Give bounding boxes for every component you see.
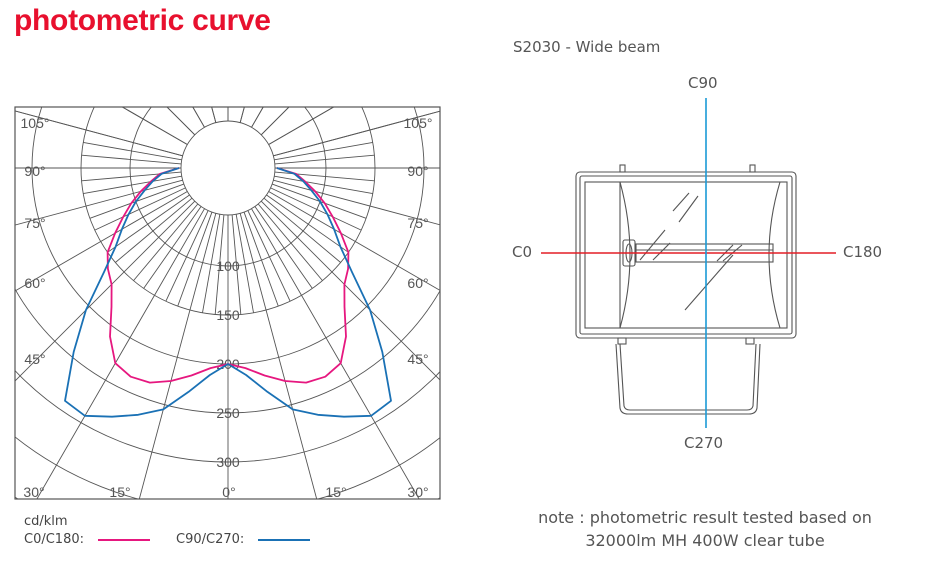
fixture-body: [575, 171, 797, 339]
svg-text:300: 300: [216, 454, 240, 470]
polar-grid: [15, 107, 440, 499]
note-line-1: note : photometric result tested based o…: [538, 508, 872, 527]
curve-c90-c270: [64, 167, 392, 418]
note: note : photometric result tested based o…: [520, 506, 890, 552]
c0-label: C0: [512, 243, 533, 261]
top-tab-right: [749, 164, 756, 173]
legend-unit: cd/klm: [24, 514, 68, 529]
svg-text:0°: 0°: [222, 484, 235, 500]
legend-c90-swatch: [258, 539, 311, 541]
chart-labels: 1001502002503000°15°15°30°30°45°45°60°60…: [21, 115, 433, 500]
svg-text:45°: 45°: [24, 351, 45, 367]
svg-text:30°: 30°: [407, 484, 428, 500]
svg-text:105°: 105°: [404, 115, 433, 131]
svg-text:30°: 30°: [23, 484, 44, 500]
legend-c0-label: C0/C180:: [24, 532, 84, 547]
legend: cd/klm C0/C180: C90/C270:: [24, 513, 336, 549]
svg-text:90°: 90°: [407, 163, 428, 179]
legend-c90-label: C90/C270:: [176, 532, 245, 547]
note-line-2: 32000lm MH 400W clear tube: [585, 531, 825, 550]
top-tab-left: [619, 164, 626, 173]
svg-text:75°: 75°: [407, 215, 428, 231]
svg-text:105°: 105°: [21, 115, 50, 131]
svg-text:150: 150: [216, 307, 240, 323]
svg-text:15°: 15°: [109, 484, 130, 500]
c180-label: C180: [843, 243, 883, 261]
svg-text:75°: 75°: [24, 215, 45, 231]
svg-text:60°: 60°: [407, 275, 428, 291]
svg-text:60°: 60°: [24, 275, 45, 291]
svg-text:90°: 90°: [24, 163, 45, 179]
svg-text:250: 250: [216, 405, 240, 421]
page-title: photometric curve: [14, 4, 271, 37]
chart-frame: [14, 106, 441, 500]
svg-text:15°: 15°: [325, 484, 346, 500]
polar-chart: 1001502002503000°15°15°30°30°45°45°60°60…: [14, 106, 441, 500]
svg-text:100: 100: [216, 258, 240, 274]
legend-c0-swatch: [98, 539, 150, 541]
svg-text:45°: 45°: [407, 351, 428, 367]
curves: [64, 167, 392, 418]
product-name: S2030 - Wide beam: [513, 38, 661, 56]
c90-label: C90: [688, 74, 718, 92]
c270-label: C270: [684, 434, 724, 452]
